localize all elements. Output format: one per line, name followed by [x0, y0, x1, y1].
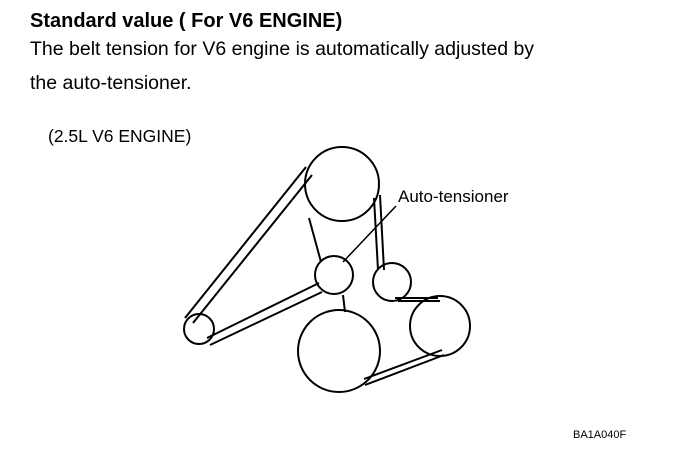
top-pulley: [304, 146, 380, 222]
standard-value-heading: Standard value ( For V6 ENGINE): [30, 10, 343, 32]
engine-label: (2.5L V6 ENGINE): [48, 126, 192, 146]
auto-tensioner-pulley: [314, 255, 354, 295]
left-idler-pulley: [183, 313, 215, 345]
belt: [184, 166, 445, 386]
figure-code: BA1A040F: [573, 429, 627, 441]
crankshaft-pulley: [297, 309, 381, 393]
right-lower-pulley: [409, 295, 471, 357]
description-line-1: The belt tension for V6 engine is automa…: [30, 38, 535, 60]
small-right-pulley: [372, 262, 412, 302]
auto-tensioner-callout: Auto-tensioner: [398, 187, 509, 206]
callout-leader-line: [342, 205, 397, 263]
description-line-2: the auto-tensioner.: [30, 72, 192, 94]
